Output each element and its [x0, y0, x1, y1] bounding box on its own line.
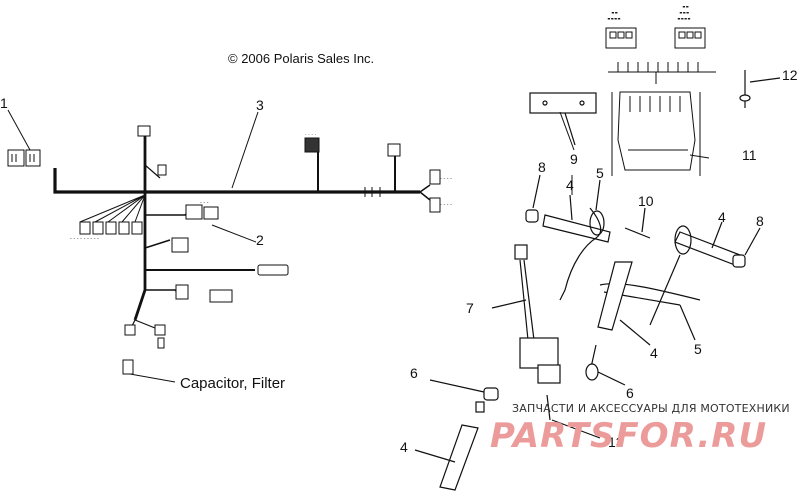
watermark-logo: PARTSFOR.RU	[490, 416, 767, 456]
push-pin-12	[739, 70, 781, 108]
callout-6a: 6	[410, 365, 418, 381]
callout-6b: 6	[626, 385, 634, 401]
callout-8b: 8	[756, 213, 764, 229]
copyright-text: © 2006 Polaris Sales Inc.	[228, 51, 374, 66]
capacitor-leader	[129, 373, 176, 383]
connector-assembly: - -- - - - - -- - -- - - -	[605, 4, 716, 176]
callout-4d: 4	[400, 439, 408, 455]
callout-12: 12	[782, 67, 798, 83]
harness-connectors	[7, 125, 441, 375]
svg-text:- - - -: - - - -	[608, 16, 620, 22]
svg-text:- -: - -	[683, 4, 688, 10]
callout-5a: 5	[596, 165, 604, 181]
callout-4b: 4	[718, 209, 726, 225]
watermark: ЗАПЧАСТИ И АКСЕССУАРЫ ДЛЯ МОТОТЕХНИКИ PA…	[490, 402, 790, 456]
svg-text:- -: - -	[612, 10, 617, 16]
connector-microtext: · · · · - - - - - - - - - - - - - - - - …	[70, 132, 452, 242]
callout-5b: 5	[694, 341, 702, 357]
handlebar-parts	[414, 174, 761, 491]
callout-4a: 4	[566, 177, 574, 193]
callout-2: 2	[256, 232, 264, 248]
callout-10: 10	[638, 193, 654, 209]
watermark-tagline: ЗАПЧАСТИ И АКСЕССУАРЫ ДЛЯ МОТОТЕХНИКИ	[512, 402, 790, 415]
svg-text:- - - -: - - - -	[678, 16, 690, 22]
callout-4c: 4	[650, 345, 658, 361]
capacitor-label: Capacitor, Filter	[180, 375, 285, 392]
callout-leaders	[7, 109, 710, 243]
callout-8a: 8	[538, 159, 546, 175]
callout-13: 13	[608, 434, 624, 450]
svg-text:- - - -: - - - -	[440, 202, 452, 208]
callout-numbers: 1 2 3 4 4 4 4 5 5 6 6 7 8 8 9 10 11 12 1…	[0, 67, 798, 455]
svg-text:- - -: - - -	[200, 200, 209, 206]
svg-text:- - - - - - - - -: - - - - - - - - -	[70, 236, 99, 242]
svg-text:- - - -: - - - -	[440, 176, 452, 182]
callout-7: 7	[466, 300, 474, 316]
plate-9	[529, 92, 597, 146]
callout-11: 11	[742, 147, 757, 163]
callout-3: 3	[256, 97, 264, 113]
svg-text:- - -: - - -	[680, 10, 689, 16]
svg-text:· · · ·: · · · ·	[305, 132, 317, 138]
callout-1: 1	[0, 95, 8, 111]
callout-9: 9	[570, 151, 578, 167]
